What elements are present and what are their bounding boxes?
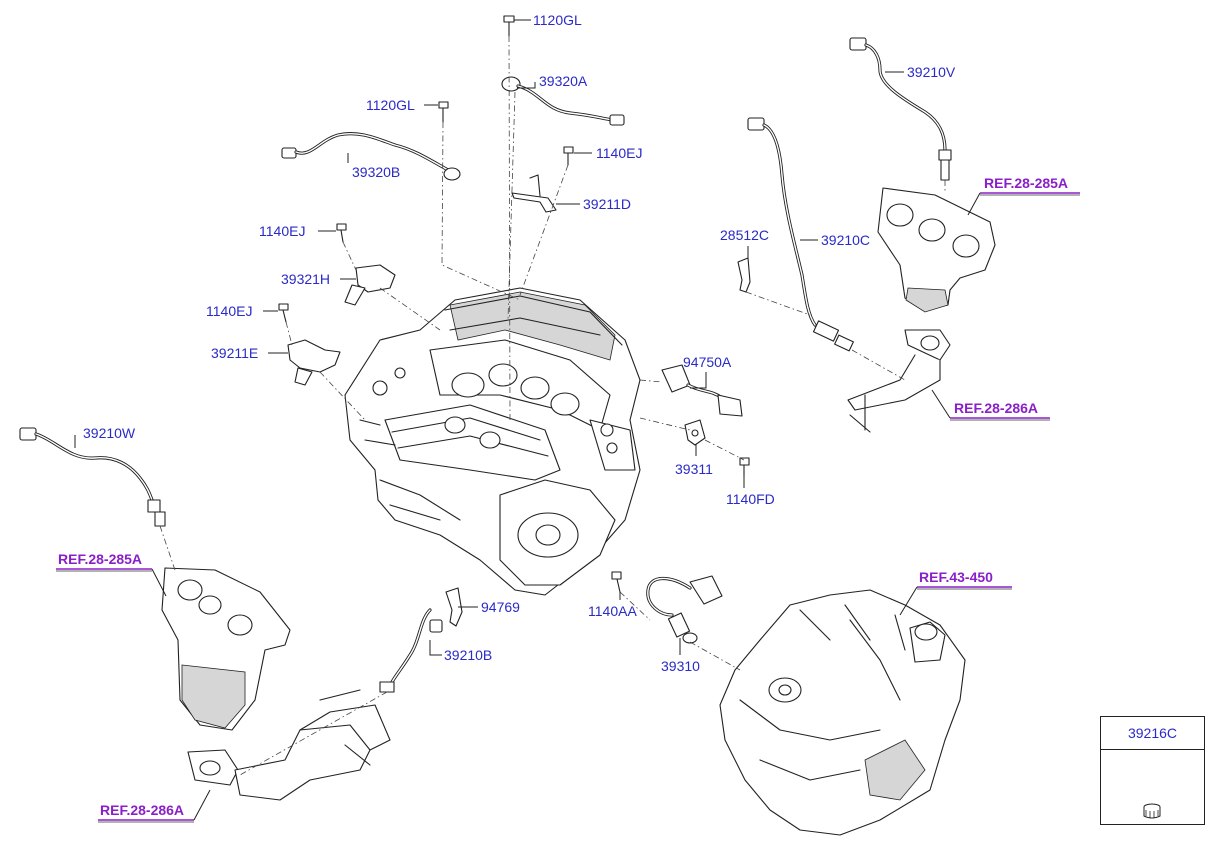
right-exhaust-manifold-drawing (847, 187, 996, 433)
bolt-1120gl-top-drawing (503, 15, 515, 37)
ref-43-450[interactable]: REF.43-450 (919, 569, 993, 585)
label-1140fd[interactable]: 1140FD (726, 491, 775, 507)
label-28512c[interactable]: 28512C (720, 227, 769, 243)
bolt-1120gl-left-drawing (438, 101, 449, 123)
label-94769[interactable]: 94769 (481, 599, 520, 615)
reference-labels: REF.28-285A REF.28-286A REF.28-285A REF.… (58, 175, 1068, 818)
bracket-28512c-drawing (737, 257, 751, 293)
legend-body (1101, 750, 1204, 824)
bracket-39211d-drawing (511, 174, 557, 213)
label-39211d[interactable]: 39211D (583, 196, 631, 212)
label-94750a[interactable]: 94750A (683, 354, 732, 370)
speed-sensor-39310-drawing (646, 575, 723, 644)
label-39210v[interactable]: 39210V (907, 64, 956, 80)
plug-icon (1143, 803, 1161, 819)
bolt-1140ej-top-drawing (563, 146, 574, 166)
bracket-94769-drawing (445, 587, 463, 627)
legend-part-number[interactable]: 39216C (1101, 717, 1204, 750)
label-1140ej-top[interactable]: 1140EJ (596, 145, 642, 161)
label-1120gl-left[interactable]: 1120GL (366, 97, 415, 113)
o2-sensor-39210w-drawing (19, 427, 166, 527)
knock-sensor-39320a-drawing (501, 76, 625, 126)
knock-sensor-39320b-drawing (281, 132, 461, 181)
o2-sensor-39210b-drawing (379, 608, 443, 693)
label-39311[interactable]: 39311 (675, 461, 713, 477)
connector-94750a-drawing (661, 364, 743, 417)
label-1140aa[interactable]: 1140AA (588, 603, 637, 619)
engine-block-drawing (344, 287, 641, 596)
label-39320b[interactable]: 39320B (352, 164, 400, 180)
bracket-39321h-drawing (344, 264, 396, 306)
leader-lines (74, 19, 904, 656)
bracket-39311-drawing (684, 419, 706, 446)
bracket-39211e-drawing (287, 339, 341, 386)
ref-28-286a-left[interactable]: REF.28-286A (100, 802, 184, 818)
label-39320a[interactable]: 39320A (539, 73, 588, 89)
label-39211e[interactable]: 39211E (211, 345, 258, 361)
label-1120gl-top[interactable]: 1120GL (533, 12, 582, 28)
left-exhaust-manifold-drawing (161, 567, 391, 801)
bolt-1140fd-drawing (739, 457, 750, 477)
ref-28-286a-right[interactable]: REF.28-286A (954, 400, 1038, 416)
label-39321h[interactable]: 39321H (281, 271, 330, 287)
assembly-lines (159, 35, 946, 776)
ref-28-285a-left[interactable]: REF.28-285A (58, 551, 142, 567)
label-39210b[interactable]: 39210B (444, 647, 492, 663)
ref-28-285a-right[interactable]: REF.28-285A (984, 175, 1068, 191)
label-39210c[interactable]: 39210C (821, 232, 870, 248)
legend-box: 39216C (1100, 716, 1205, 825)
o2-sensor-39210v-drawing (849, 37, 952, 181)
reference-markers (56, 192, 1080, 823)
bolt-1140aa-drawing (611, 571, 622, 593)
label-39210w[interactable]: 39210W (83, 425, 136, 441)
o2-sensor-39210c-drawing (747, 117, 854, 352)
part-labels: 1120GL 39320A 1120GL 1140EJ 39320B 39211… (83, 12, 956, 674)
label-1140ej-mid[interactable]: 1140EJ (259, 223, 305, 239)
bolt-1140ej-low-drawing (278, 303, 289, 323)
label-1140ej-low[interactable]: 1140EJ (206, 303, 252, 319)
bolt-1140ej-mid-drawing (336, 223, 347, 243)
label-39310[interactable]: 39310 (661, 658, 700, 674)
transmission-drawing (719, 589, 966, 836)
